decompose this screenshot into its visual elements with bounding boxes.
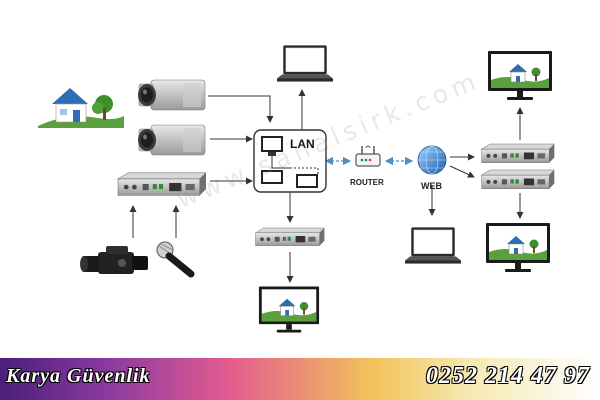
router-label: ROUTER	[350, 178, 384, 187]
lan-switch-icon	[253, 129, 327, 193]
phone-number: 0252 214 47 97	[426, 363, 590, 389]
router-icon	[355, 145, 381, 167]
globe-icon	[417, 145, 447, 175]
lan-label: LAN	[290, 137, 315, 151]
connector-lines	[129, 89, 524, 283]
camera-icon	[137, 124, 206, 156]
arrow-camera1-to-lan	[208, 95, 274, 123]
laptop-icon	[404, 226, 462, 265]
encoder-icon	[255, 227, 325, 247]
house-icon	[38, 88, 124, 128]
video-camera-icon	[80, 246, 148, 274]
encoder-icon	[117, 172, 207, 196]
web-label: WEB	[421, 181, 442, 191]
diagram-canvas: LAN ROUTER WEB	[38, 44, 555, 334]
camera-icon	[137, 79, 206, 111]
laptop-icon	[276, 44, 334, 83]
brand-name: Karya Güvenlik	[6, 365, 151, 387]
monitor-icon	[485, 222, 551, 273]
footer-banner: Karya Güvenlik 0252 214 47 97	[0, 358, 600, 400]
monitor-icon	[487, 50, 553, 101]
encoder-icon	[481, 143, 555, 164]
monitor-icon	[258, 286, 320, 334]
microphone-icon	[156, 241, 195, 278]
arrow-web-to-decoders-lower	[449, 165, 475, 178]
encoder-icon	[481, 169, 555, 190]
